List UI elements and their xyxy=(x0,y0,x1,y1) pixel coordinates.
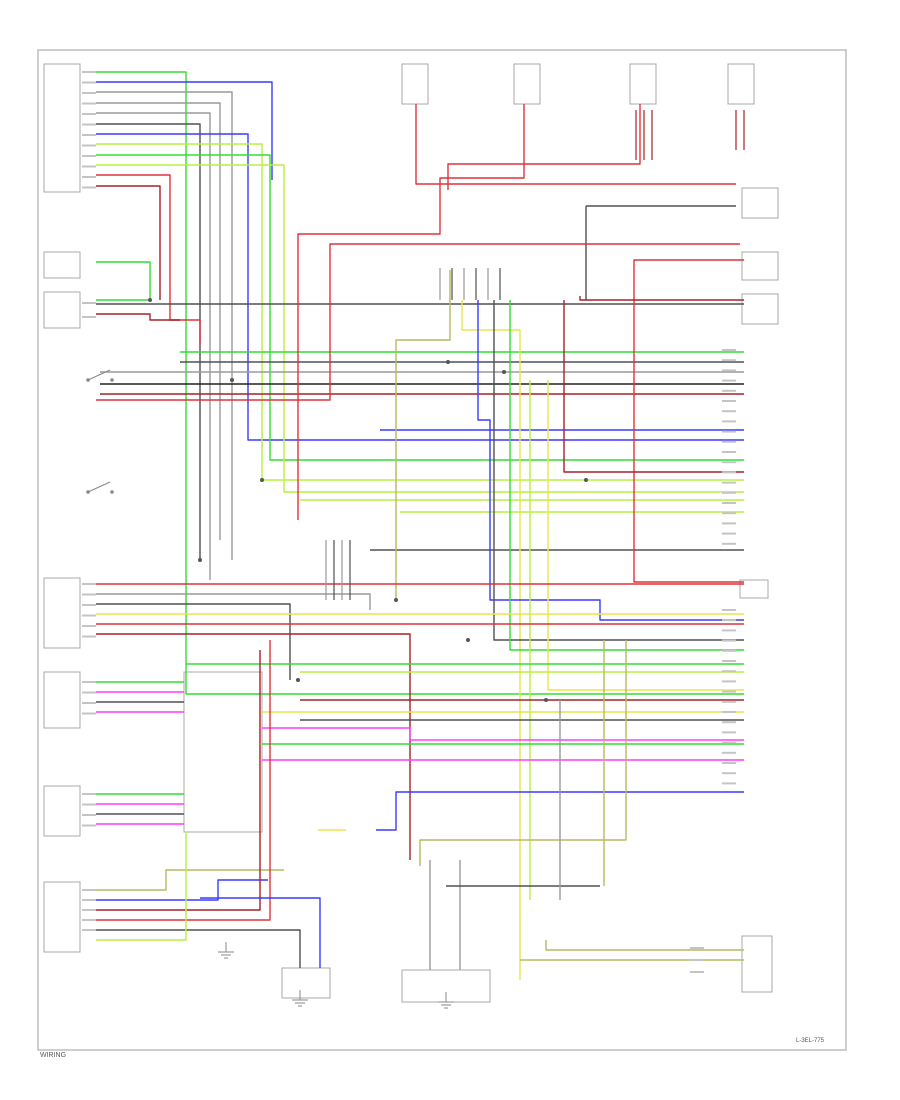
wire-magenta-3 xyxy=(262,727,744,741)
wire-blue-2 xyxy=(96,133,744,441)
wire-darkred-4 xyxy=(563,300,744,473)
component-boxes xyxy=(43,63,779,1003)
wire-darkred-1 xyxy=(96,185,161,300)
splice-dot xyxy=(394,598,398,602)
fuse-link xyxy=(741,251,779,281)
splice-dot xyxy=(260,478,264,482)
wire-gray-3 xyxy=(96,112,211,580)
wire-red-6 xyxy=(96,243,740,401)
speed-sensor xyxy=(741,935,773,993)
fuel-pump-relay-connector xyxy=(43,291,81,329)
footer-right-code: L-3EL-775 xyxy=(796,1038,825,1044)
wire-gray-5 xyxy=(96,593,371,610)
splice-dot xyxy=(544,698,548,702)
wire-red-3 xyxy=(297,104,525,520)
splice-dot xyxy=(296,678,300,682)
splice-dot xyxy=(230,378,234,382)
wire-green-1 xyxy=(96,71,744,695)
transmission-control-connector xyxy=(43,577,81,649)
wire-darkgray-12 xyxy=(96,929,301,968)
wire-blue-7 xyxy=(200,897,321,968)
engine-control-module-connector xyxy=(43,63,81,193)
wire-olive-2 xyxy=(545,940,744,951)
wire-green-2 xyxy=(96,154,744,461)
wires xyxy=(86,71,745,1009)
cooling-fan-relay xyxy=(629,63,657,105)
wire-yellow-2 xyxy=(547,380,744,691)
splice-dot xyxy=(446,360,450,364)
ground-symbol xyxy=(438,992,454,1009)
ground-symbol xyxy=(218,942,234,959)
wire-yellow-1 xyxy=(461,300,521,980)
right-junction-block xyxy=(741,187,779,219)
fuse-block-connector xyxy=(43,251,81,279)
wire-darkred-5 xyxy=(579,296,744,301)
wire-blue-5 xyxy=(376,791,744,831)
ac-relay xyxy=(727,63,755,105)
wire-red-1 xyxy=(96,174,201,345)
splice-dot xyxy=(148,298,152,302)
wire-olive-4 xyxy=(96,869,284,891)
abs-control-unit-connector xyxy=(43,671,81,729)
splice-dot xyxy=(502,370,506,374)
connector-right-mid xyxy=(739,579,769,599)
diagram-frame xyxy=(37,49,847,1051)
switch-symbol xyxy=(86,369,114,382)
wire-olive-1 xyxy=(395,270,451,600)
wire-darkred-6 xyxy=(96,633,411,860)
splice-dot xyxy=(198,558,202,562)
footer-left-code: WIRING xyxy=(40,1052,66,1059)
wire-gray-2 xyxy=(96,102,221,540)
wire-olive-6 xyxy=(419,640,627,866)
wire-gray-1 xyxy=(96,91,233,560)
splice-dot xyxy=(584,478,588,482)
wire-darkred-8 xyxy=(96,650,261,911)
control-module-body xyxy=(183,671,263,833)
wire-red-4 xyxy=(447,104,641,190)
splice-dot xyxy=(466,638,470,642)
ignition-switch-relay xyxy=(401,63,429,105)
wire-green-3 xyxy=(96,261,151,301)
wire-lime-1 xyxy=(96,143,744,481)
wire-lime-7 xyxy=(96,832,187,941)
switch-symbol xyxy=(86,481,114,494)
wire-darkgray-7 xyxy=(493,300,744,641)
wire-lime-2 xyxy=(96,164,744,493)
wire-red-2 xyxy=(415,104,736,185)
wire-darkgray-8 xyxy=(96,603,291,680)
wire-darkred-2 xyxy=(96,313,180,321)
connector-right-upper xyxy=(741,293,779,325)
wire-red-5 xyxy=(633,259,744,583)
junction-block-connector xyxy=(43,881,81,953)
wire-blue-6 xyxy=(96,879,268,901)
wire-red-9 xyxy=(96,640,271,921)
wire-darkgray-1 xyxy=(96,123,201,560)
labels xyxy=(82,71,736,973)
wire-blue-1 xyxy=(96,81,273,180)
ground-symbol xyxy=(292,990,308,1007)
ground-junction-left xyxy=(281,967,331,999)
main-relay xyxy=(513,63,541,105)
wire-blue-4 xyxy=(477,300,744,621)
wire-green-5 xyxy=(509,300,744,651)
airbag-sensor-connector xyxy=(43,785,81,837)
